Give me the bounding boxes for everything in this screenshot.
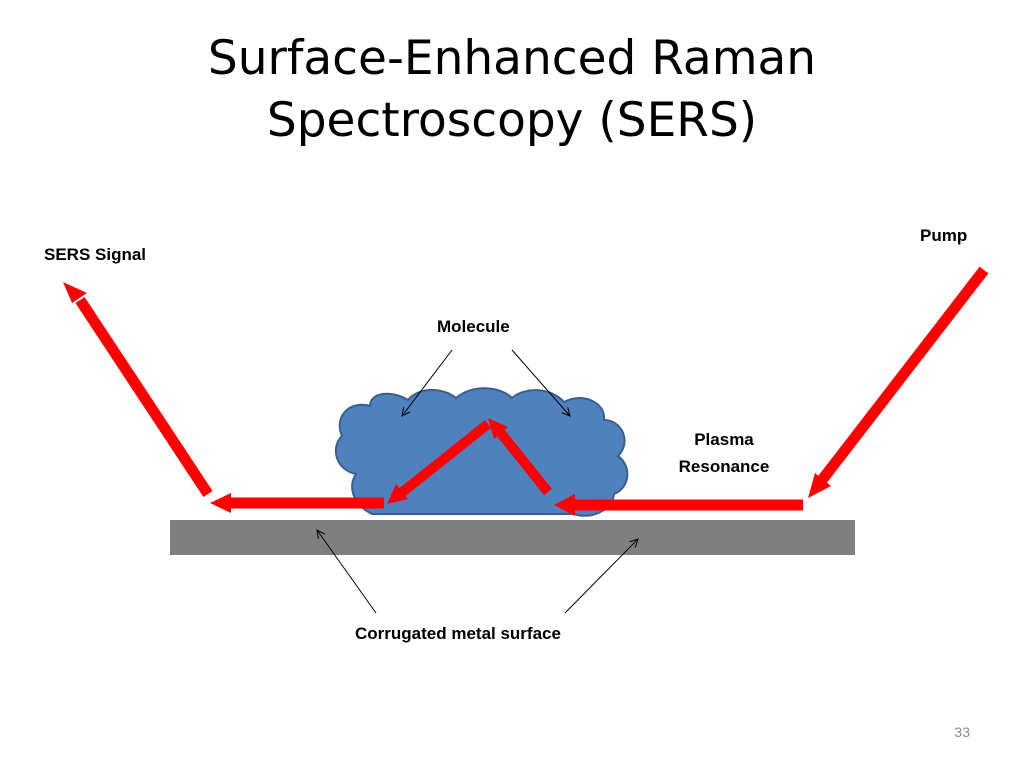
plasma-resonance-arrow bbox=[554, 494, 803, 516]
surface-outgoing-arrow bbox=[210, 493, 384, 513]
surface-pointer-left bbox=[317, 530, 377, 614]
plasma-label-line-1: Plasma bbox=[694, 430, 754, 449]
metal-surface bbox=[170, 520, 855, 555]
molecule-pointer-left bbox=[402, 349, 453, 416]
slide-title: Surface-Enhanced Raman Spectroscopy (SER… bbox=[0, 28, 1024, 152]
molecule-up-arrow bbox=[488, 418, 552, 496]
pump-label: Pump bbox=[920, 226, 968, 245]
title-line-1: Surface-Enhanced Raman bbox=[207, 31, 817, 86]
sers-signal-arrow bbox=[63, 282, 213, 498]
molecule-cloud bbox=[334, 387, 629, 517]
molecule-label: Molecule bbox=[437, 317, 510, 336]
plasma-resonance-label: Plasma Resonance bbox=[664, 426, 784, 480]
pump-arrow bbox=[808, 266, 989, 498]
page-number: 33 bbox=[954, 724, 970, 740]
metal-surface-label: Corrugated metal surface bbox=[355, 624, 561, 643]
plasma-label-line-2: Resonance bbox=[678, 457, 770, 476]
sers-signal-label: SERS Signal bbox=[44, 245, 147, 264]
surface-pointer-right bbox=[564, 539, 638, 614]
title-line-2: Spectroscopy (SERS) bbox=[266, 93, 758, 148]
molecule-pointer-right bbox=[511, 349, 570, 416]
molecule-down-arrow bbox=[387, 420, 492, 504]
